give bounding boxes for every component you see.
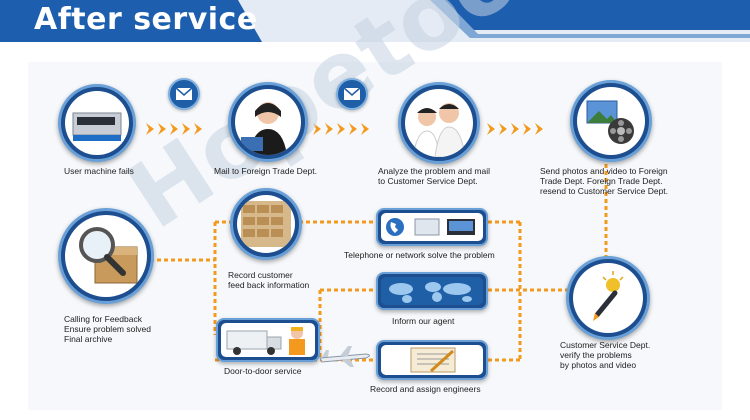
support-team-icon: [398, 82, 480, 164]
step-door-to-door: Door-to-door service: [224, 366, 302, 376]
machine-icon: [58, 84, 136, 162]
world-map-icon: [376, 272, 488, 310]
airplane-icon: [319, 346, 370, 367]
receptionist-icon: [228, 82, 308, 162]
step-assign-engineers: Record and assign engineers: [370, 384, 481, 394]
step-verify: Customer Service Dept.verify the problem…: [560, 340, 651, 371]
header-banner: [0, 0, 750, 42]
step-telephone: Telephone or network solve the problem: [344, 250, 495, 260]
step-machine-fails: User machine fails: [64, 166, 134, 176]
page-title: After service: [34, 2, 258, 37]
envelope-icon: [336, 78, 368, 110]
envelope-icon: [168, 78, 200, 110]
photo-video-icon: [570, 80, 652, 162]
step-mail-trade: Mail to Foreign Trade Dept.: [214, 166, 317, 176]
magnifier-icon: [58, 208, 154, 304]
truck-icon: [216, 318, 320, 362]
step-inform-agent: Inform our agent: [392, 316, 455, 326]
archive-shelves-icon: [230, 188, 302, 260]
phone-icon: [376, 208, 488, 246]
pen-icon: [566, 256, 650, 340]
clipboard-icon: [376, 340, 488, 380]
